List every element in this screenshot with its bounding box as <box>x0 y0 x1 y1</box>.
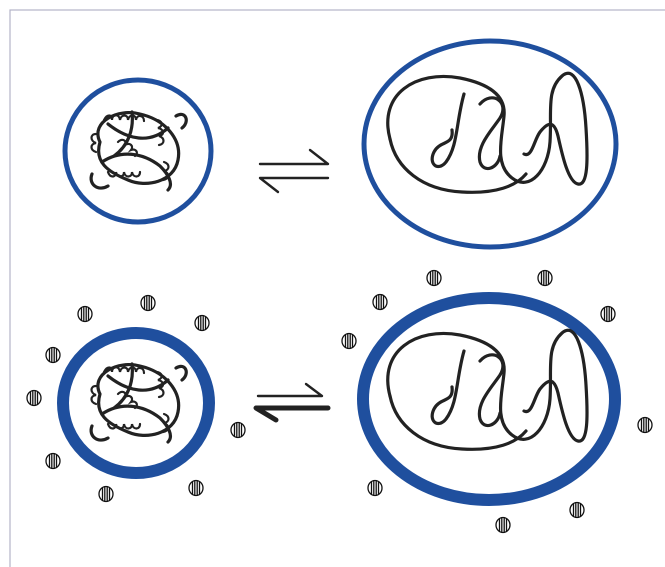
crowder-molecule-icon <box>569 501 585 519</box>
row-dilute <box>62 38 619 250</box>
crowder-molecule-icon <box>426 269 442 287</box>
crowder-molecule-icon <box>367 479 383 497</box>
crowder-molecule-icon <box>26 389 42 407</box>
ring-thick-compact <box>57 327 215 479</box>
expanded-protein-crowded <box>357 292 621 506</box>
crowder-molecule-icon <box>77 305 93 323</box>
crowder-molecule-icon <box>45 452 61 470</box>
crowder-molecule-icon <box>537 269 553 287</box>
crowder-molecule-icon <box>495 516 511 534</box>
equilibrium-arrows-icon <box>258 148 330 166</box>
row-crowded <box>26 269 653 534</box>
compact-protein-crowded <box>57 327 215 479</box>
compact-protein-dilute <box>62 77 214 225</box>
equilibrium-arrows-dilute <box>258 148 330 194</box>
crowder-molecule-icon <box>188 479 204 497</box>
crowder-molecule-icon <box>140 294 156 312</box>
expanded-protein-dilute <box>361 38 619 250</box>
crowder-molecule-icon <box>600 305 616 323</box>
crowder-molecule-icon <box>341 332 357 350</box>
equilibrium-arrows-icon <box>256 382 324 398</box>
crowder-molecule-icon <box>45 346 61 364</box>
crowder-molecule-icon <box>637 416 653 434</box>
equilibrium-arrows-icon <box>253 405 331 423</box>
crowder-molecule-icon <box>230 421 246 439</box>
crowder-molecule-icon <box>98 485 114 503</box>
equilibrium-arrows-icon <box>258 176 330 194</box>
crowder-molecule-icon <box>194 314 210 332</box>
ring-thin-expanded <box>361 38 619 250</box>
crowder-molecule-icon <box>372 293 388 311</box>
equilibrium-arrows-crowded <box>253 382 331 423</box>
ring-thin-compact <box>62 77 214 225</box>
ring-thick-expanded <box>357 292 621 506</box>
